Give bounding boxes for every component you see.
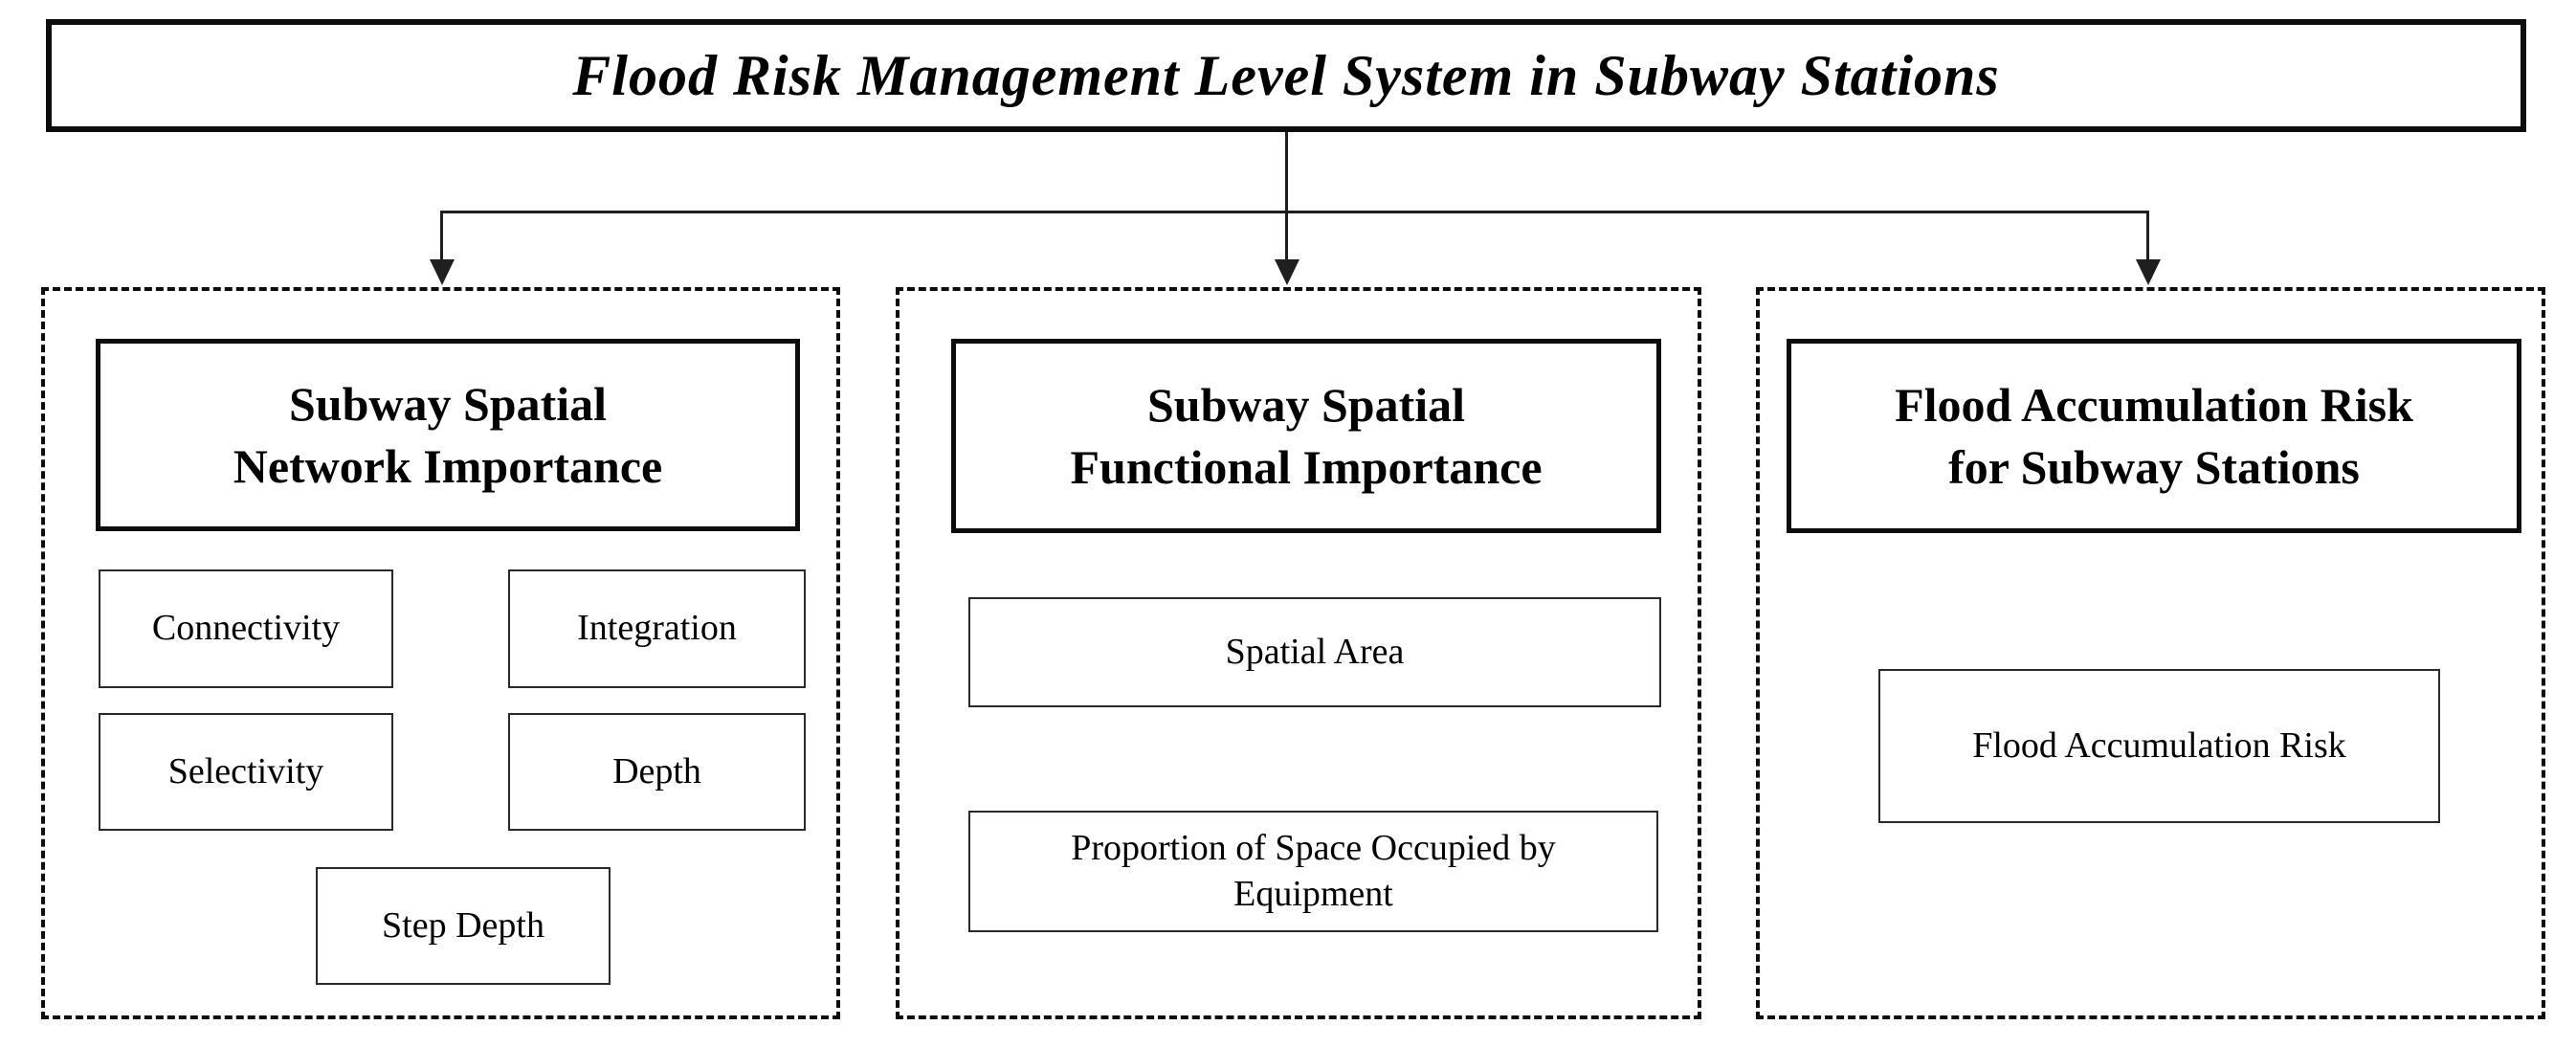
header-network-importance: Subway Spatial Network Importance bbox=[96, 339, 800, 531]
box-spatial-area: Spatial Area bbox=[968, 597, 1661, 707]
arrowhead-down-middle-icon bbox=[1275, 259, 1299, 285]
connector-drop-middle-line bbox=[1285, 211, 1288, 263]
box-equipment-proportion: Proportion of Space Occupied by Equipmen… bbox=[968, 811, 1658, 932]
arrowhead-down-right-icon bbox=[2136, 259, 2161, 285]
header-functional-importance: Subway Spatial Functional Importance bbox=[951, 339, 1661, 533]
header-network-line1: Subway Spatial bbox=[288, 376, 608, 431]
header-functional-line1: Subway Spatial bbox=[1146, 377, 1466, 432]
arrowhead-down-left-icon bbox=[430, 259, 455, 285]
header-network-line2: Network Importance bbox=[233, 438, 663, 493]
diagram-title: Flood Risk Management Level System in Su… bbox=[572, 43, 2000, 107]
panel-functional-importance: Subway Spatial Functional Importance Spa… bbox=[896, 287, 1701, 1019]
header-flood-accumulation: Flood Accumulation Risk for Subway Stati… bbox=[1787, 339, 2521, 533]
panel-flood-accumulation: Flood Accumulation Risk for Subway Stati… bbox=[1756, 287, 2545, 1019]
box-connectivity: Connectivity bbox=[99, 569, 393, 688]
box-equipment-line1: Proportion of Space Occupied by bbox=[1071, 828, 1556, 868]
panel-network-importance: Subway Spatial Network Importance Connec… bbox=[41, 287, 840, 1019]
box-selectivity: Selectivity bbox=[99, 713, 393, 831]
title-box: Flood Risk Management Level System in Su… bbox=[46, 19, 2526, 132]
box-step-depth: Step Depth bbox=[316, 867, 611, 985]
box-flood-accumulation-risk: Flood Accumulation Risk bbox=[1878, 669, 2440, 823]
header-functional-line2: Functional Importance bbox=[1070, 439, 1543, 494]
box-equipment-line2: Equipment bbox=[1233, 873, 1393, 914]
box-depth: Depth bbox=[508, 713, 806, 831]
connector-horizontal-line bbox=[441, 211, 2149, 213]
connector-drop-right-line bbox=[2146, 211, 2149, 263]
connector-stem-line bbox=[1285, 132, 1288, 212]
box-integration: Integration bbox=[508, 569, 806, 688]
connector-drop-left-line bbox=[440, 211, 443, 263]
header-flood-line1: Flood Accumulation Risk bbox=[1895, 377, 2413, 432]
header-flood-line2: for Subway Stations bbox=[1948, 439, 2360, 494]
